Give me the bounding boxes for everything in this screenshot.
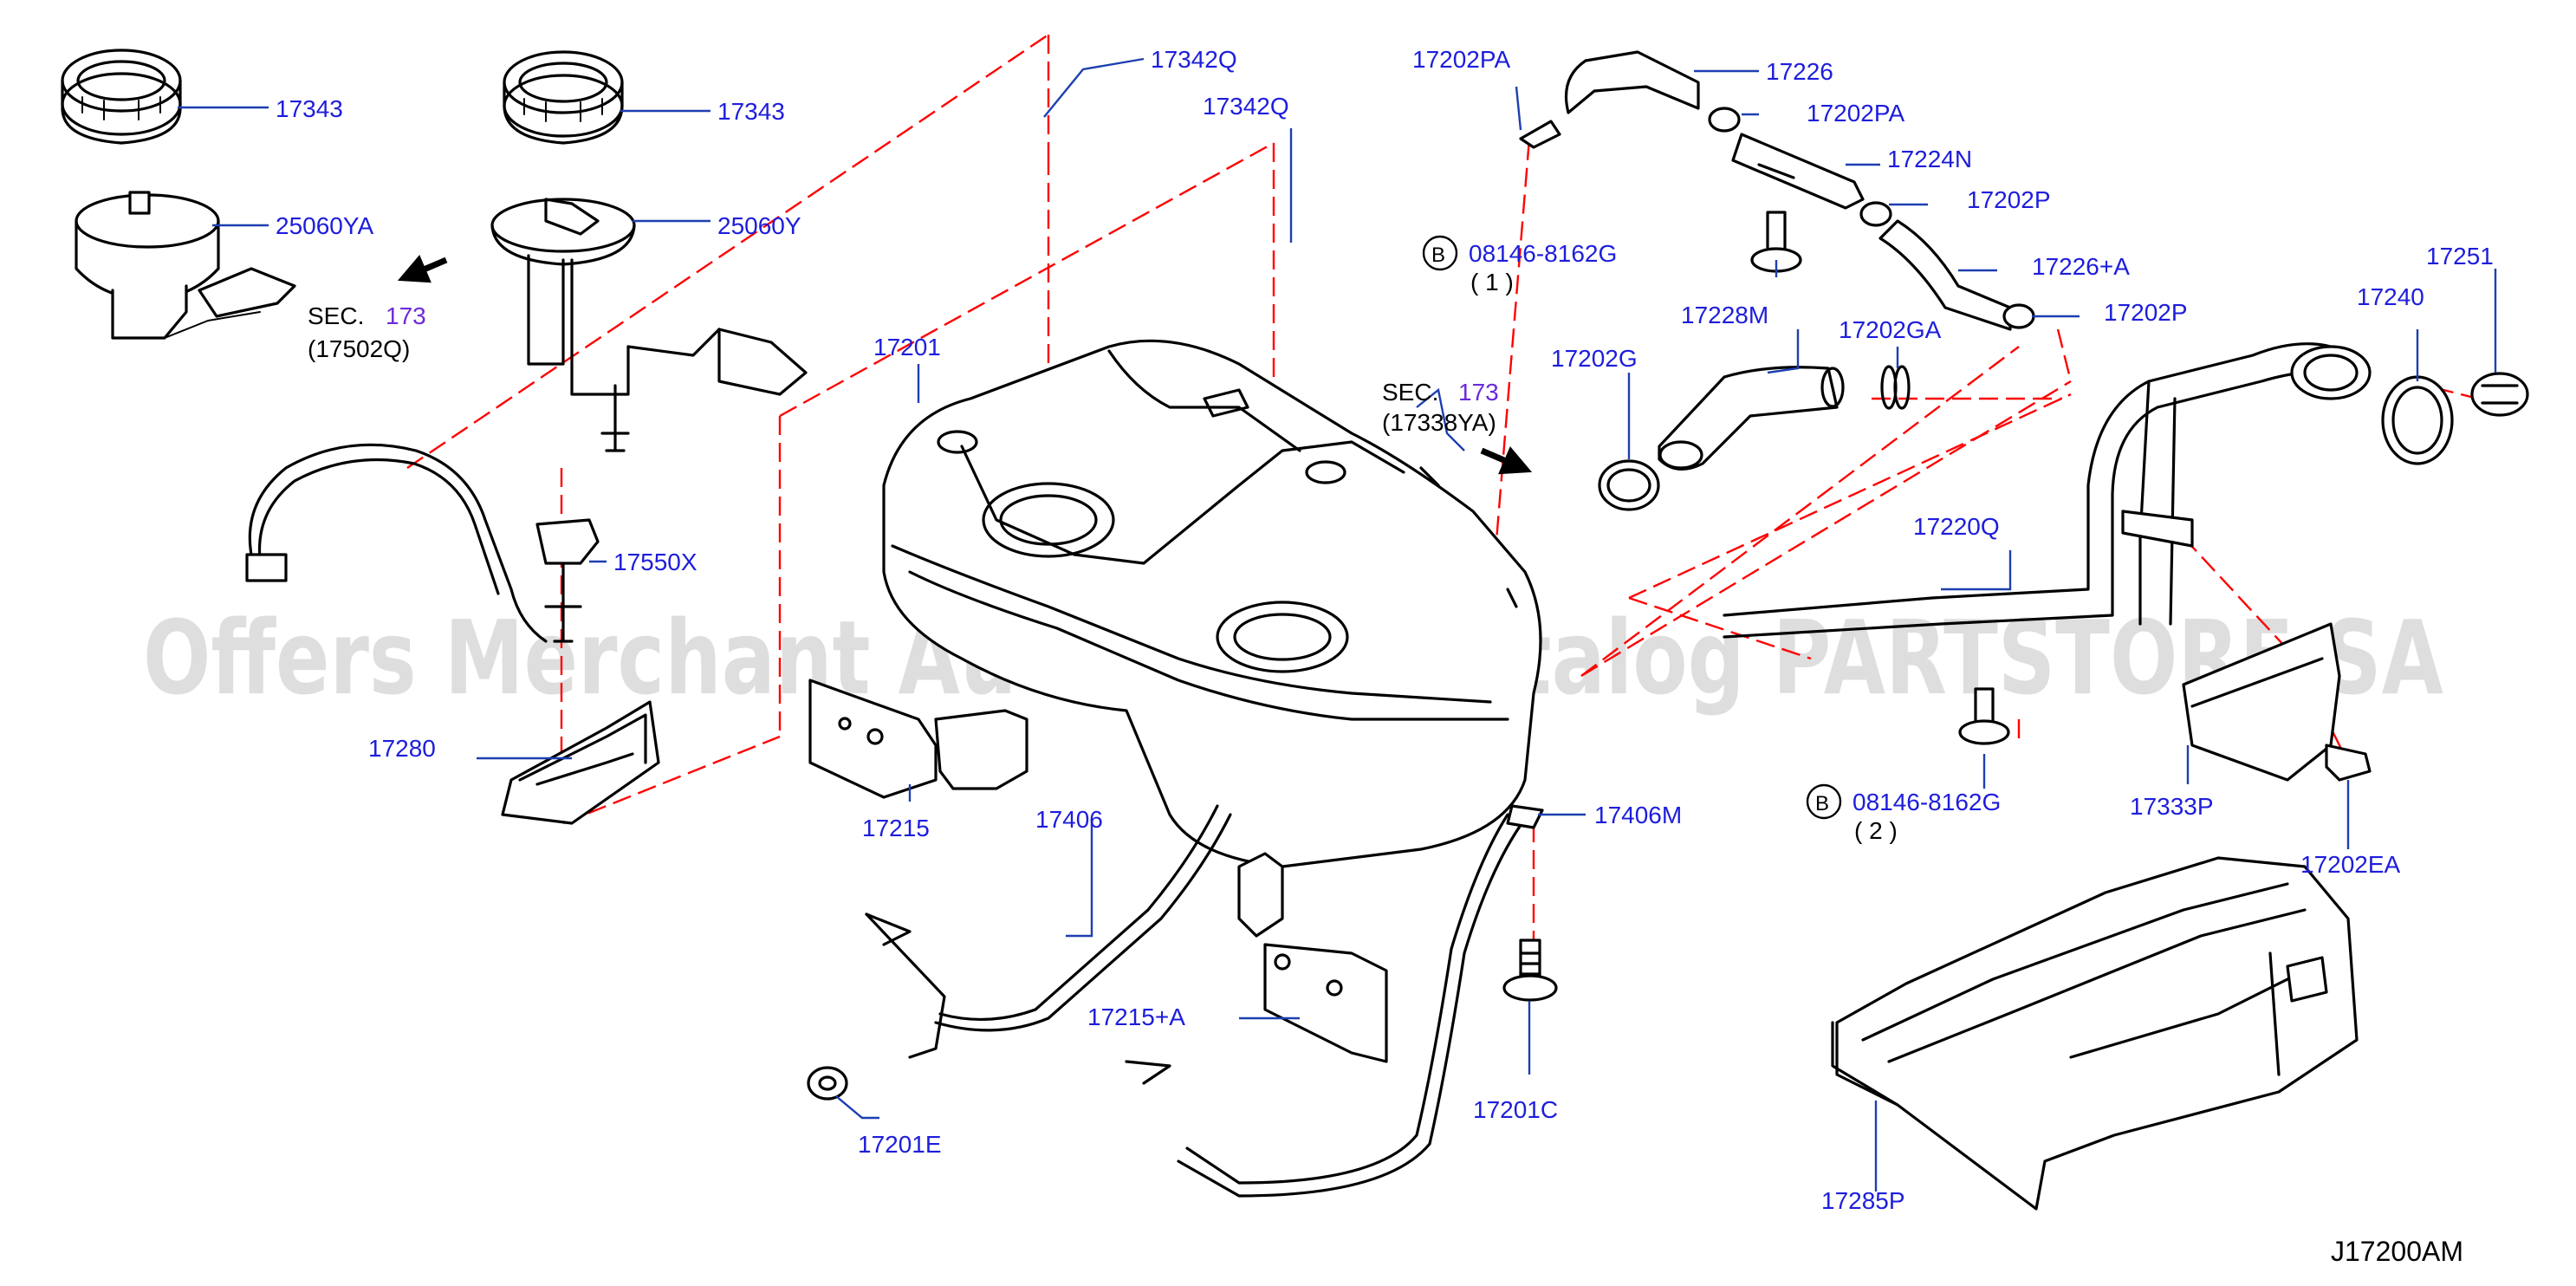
- arrows: [397, 255, 1533, 475]
- label-17202EA: 17202EA: [2300, 851, 2401, 878]
- label-17240: 17240: [2357, 283, 2424, 310]
- protector-17285P: [1831, 856, 2359, 1211]
- sec-prefix: SEC.: [308, 302, 364, 329]
- label-25060YA: 25060YA: [276, 212, 373, 239]
- label-17202GA: 17202GA: [1839, 316, 1942, 343]
- label-17550X: 17550X: [613, 549, 698, 575]
- lock-ring-17343-right: [503, 50, 624, 145]
- label-17215A: 17215+A: [1087, 1003, 1185, 1030]
- bolt-code: 08146-8162G: [1853, 789, 2001, 815]
- protector-17280: [501, 700, 660, 825]
- cap-17251: [2470, 372, 2529, 417]
- label-25060Y: 25060Y: [717, 212, 801, 239]
- clamp-17202GA: [1880, 365, 1911, 410]
- hose-17228M: [1658, 366, 1845, 471]
- label-17343-left: 17343: [276, 95, 343, 122]
- catalog-code: J17200AM: [2331, 1236, 2463, 1267]
- label-17202P-a: 17202P: [1967, 186, 2051, 213]
- bracket-17215A: [1237, 852, 1388, 1063]
- bolt-badge: B: [1431, 244, 1445, 267]
- label-17201E: 17201E: [858, 1131, 942, 1158]
- part-labels: 17343 17343 25060YA 25060Y 17342Q 17342Q…: [276, 46, 2494, 1214]
- sec-ref-17502q: SEC. 173 (17502Q): [308, 302, 426, 362]
- bolt-ref-2: B 08146-8162G ( 2 ): [1806, 783, 2001, 844]
- label-17342Q-top: 17342Q: [1151, 46, 1237, 73]
- clip-17202EA: [2325, 744, 2372, 782]
- bolt-ref-1: B 08146-8162G ( 1 ): [1422, 235, 1617, 296]
- fuel-hose-assembly: [245, 443, 548, 643]
- bolt-08146-2: [1958, 687, 2010, 745]
- bolt-qty: ( 2 ): [1854, 817, 1898, 844]
- sec-code: (17338YA): [1382, 409, 1496, 436]
- label-17201C: 17201C: [1473, 1096, 1558, 1123]
- label-17226A: 17226+A: [2032, 253, 2130, 280]
- sec-ref-17338ya: SEC. 173 (17338YA): [1382, 379, 1499, 436]
- filler-pipe-17220Q: [1723, 342, 2372, 639]
- fuel-gauge-sender-25060YA: [75, 191, 296, 340]
- label-17226: 17226: [1766, 58, 1833, 85]
- label-17333P: 17333P: [2130, 793, 2214, 820]
- label-17228M: 17228M: [1681, 302, 1768, 328]
- label-17251: 17251: [2426, 243, 2494, 270]
- sec-number: 173: [1458, 379, 1499, 406]
- bolt-qty: ( 1 ): [1470, 269, 1514, 296]
- sec-prefix: SEC.: [1382, 379, 1438, 406]
- tank-strap-17406: [865, 804, 1232, 1059]
- nut-17201E: [807, 1066, 848, 1101]
- label-17220Q: 17220Q: [1913, 513, 2000, 540]
- cap-17240: [2381, 375, 2454, 465]
- label-17224N: 17224N: [1887, 146, 1972, 172]
- arrow-to-sec-17502q: [397, 255, 448, 283]
- label-17406M: 17406M: [1594, 802, 1682, 828]
- arrow-to-sec-17338ya: [1480, 446, 1533, 475]
- fuel-pump-25060Y: [490, 198, 808, 452]
- label-17202PA: 17202PA: [1807, 100, 1904, 127]
- fuel-tank-17201: [882, 339, 1542, 868]
- label-17202P-b: 17202P: [2104, 299, 2188, 326]
- label-17406: 17406: [1035, 806, 1103, 833]
- hose-17224N: [1731, 133, 1865, 210]
- label-17285P: 17285P: [1821, 1187, 1905, 1214]
- lock-ring-17343-left: [61, 49, 182, 145]
- bolt-badge: B: [1815, 792, 1829, 815]
- label-17202PA-top: 17202PA: [1412, 46, 1510, 73]
- bracket-17215: [808, 679, 1028, 799]
- sec-code: (17502Q): [308, 335, 410, 362]
- label-17280: 17280: [368, 735, 436, 762]
- bolt-code: 08146-8162G: [1469, 240, 1617, 267]
- label-17215: 17215: [862, 815, 930, 841]
- clamps-17202P: [1708, 107, 2035, 329]
- bolt-17201C: [1502, 939, 1558, 1002]
- leader-lines: [178, 57, 2497, 1192]
- label-17201: 17201: [873, 334, 941, 360]
- label-17342Q-mid: 17342Q: [1203, 93, 1289, 120]
- valve-17550X: [535, 518, 600, 643]
- hose-17226A: [1878, 219, 2012, 331]
- clamp-17202G: [1598, 459, 1660, 511]
- label-17343-right: 17343: [717, 98, 785, 125]
- sec-number: 173: [386, 302, 426, 329]
- tank-strap-17406M: [1125, 804, 1544, 1198]
- hose-17226: [1519, 50, 1700, 149]
- label-17202G: 17202G: [1551, 345, 1638, 372]
